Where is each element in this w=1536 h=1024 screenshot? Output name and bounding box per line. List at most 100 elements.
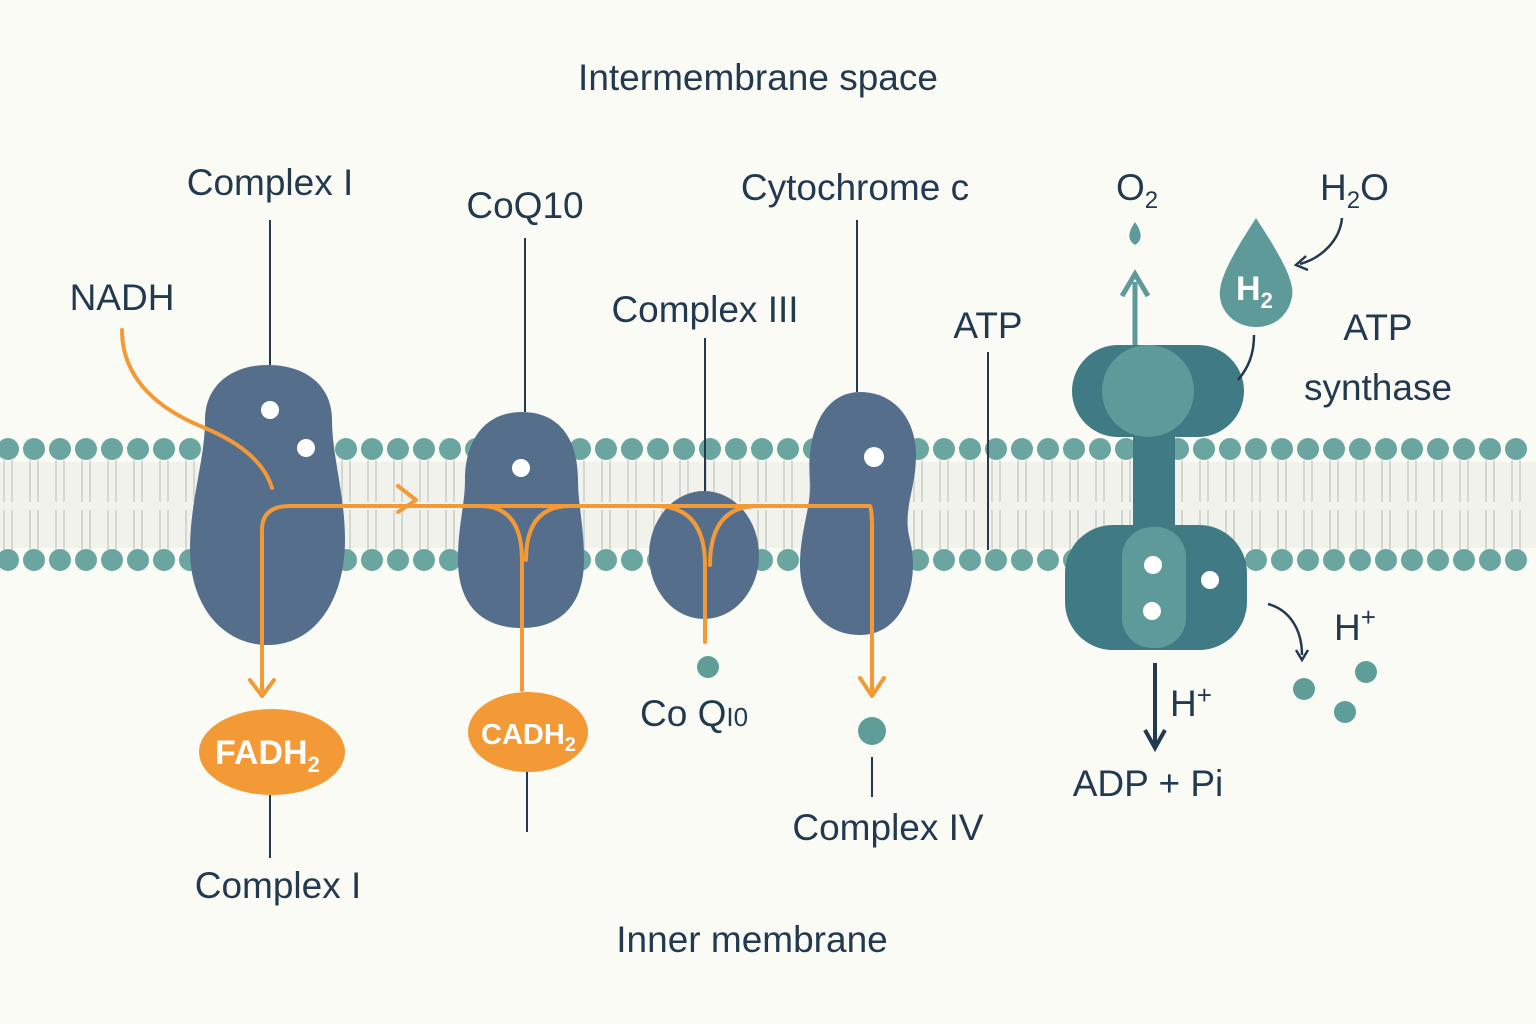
- lipid-head: [439, 438, 461, 460]
- lipid-head: [1063, 438, 1085, 460]
- lipid-head: [1427, 438, 1449, 460]
- lipid-head: [1245, 438, 1267, 460]
- lipid-head: [777, 549, 799, 571]
- leader-lines: [269, 220, 989, 858]
- lipid-head: [673, 438, 695, 460]
- synthase-site: [1143, 602, 1161, 620]
- hplus-center-label: H+: [1170, 680, 1212, 724]
- lipid-head: [959, 438, 981, 460]
- lipid-head: [1479, 438, 1501, 460]
- lipid-head: [1271, 549, 1293, 571]
- hplus-curve-arrow: [1267, 602, 1304, 656]
- h2-droplet-icon: [1219, 218, 1293, 327]
- lipid-head: [1349, 438, 1371, 460]
- hplus-curve-arrow-head: [1294, 649, 1310, 663]
- o2-droplet-icon: [1129, 222, 1141, 245]
- lipid-head: [101, 438, 123, 460]
- synthase-connector: [1237, 334, 1256, 381]
- lipid-head: [699, 438, 721, 460]
- fadh2-label: FADH2: [215, 734, 320, 777]
- proton-arrows: [1143, 217, 1344, 753]
- lipid-head: [1219, 438, 1241, 460]
- synthase-head-core: [1102, 345, 1194, 437]
- lipid-head: [1349, 549, 1371, 571]
- lipid-head: [621, 438, 643, 460]
- complex-i-bottom-label: Complex I: [195, 865, 362, 906]
- coq10-bottom-label: Co QI0: [640, 693, 748, 734]
- lipid-head: [413, 549, 435, 571]
- lipid-head: [153, 549, 175, 571]
- lipid-head: [1453, 549, 1475, 571]
- lipid-head: [361, 438, 383, 460]
- h2o-curve-arrow-head: [1293, 255, 1309, 272]
- o2-label: O2: [1116, 167, 1158, 214]
- complex-iv-label: Complex IV: [792, 807, 984, 848]
- coq10-branch-right: [524, 504, 572, 562]
- lipid-head: [933, 438, 955, 460]
- coq10-site: [512, 459, 530, 477]
- complex-i-site: [297, 439, 315, 457]
- cytochrome-c-site: [864, 447, 884, 467]
- lipid-head: [1401, 438, 1423, 460]
- complex-iii-branch-left: [653, 504, 707, 644]
- lipid-head: [595, 438, 617, 460]
- intermembrane-space-label: Intermembrane space: [578, 57, 938, 98]
- lipid-head: [985, 549, 1007, 571]
- cadh2-carrier: [468, 692, 588, 772]
- lipid-head: [621, 549, 643, 571]
- lipid-head: [0, 438, 19, 460]
- lipid-head: [1011, 549, 1033, 571]
- complex-iv-molecule: [858, 717, 886, 745]
- flow-arrow-head: [396, 484, 418, 514]
- molecule-dots: [697, 656, 1377, 745]
- lipid-head: [335, 438, 357, 460]
- lipid-head: [1401, 549, 1423, 571]
- cytochrome-c-label: Cytochrome c: [741, 167, 969, 208]
- lipid-head: [647, 438, 669, 460]
- lipid-head: [1297, 549, 1319, 571]
- lipid-head: [23, 549, 45, 571]
- lipid-head: [1193, 438, 1215, 460]
- coq10-protein: [458, 412, 584, 628]
- adp-arrow-head: [1143, 729, 1167, 753]
- synthase-site: [1144, 556, 1162, 574]
- atp-synthase-label-line2: synthase: [1304, 367, 1452, 408]
- lipid-head: [387, 438, 409, 460]
- lipid-head: [777, 438, 799, 460]
- lipid-head: [101, 549, 123, 571]
- synthase-base-core: [1122, 527, 1186, 648]
- lipid-head: [985, 438, 1007, 460]
- lipid-head: [49, 549, 71, 571]
- lipid-head: [1505, 549, 1527, 571]
- coq10-label: CoQ10: [466, 185, 583, 226]
- lipid-head: [1323, 438, 1345, 460]
- lipid-head: [1271, 438, 1293, 460]
- coq10-branch-left: [478, 504, 524, 692]
- lipid-head: [1245, 549, 1267, 571]
- lipid-head: [1375, 438, 1397, 460]
- lipid-head: [75, 438, 97, 460]
- h2o-curve-arrow: [1299, 217, 1344, 266]
- lipid-head: [1089, 438, 1111, 460]
- lipid-head: [153, 438, 175, 460]
- lipid-head: [0, 549, 19, 571]
- fadh2-arrow-head: [248, 678, 276, 698]
- complex-i-site: [261, 401, 279, 419]
- lipid-head: [439, 549, 461, 571]
- nadh-label: NADH: [70, 277, 175, 318]
- main-flow-right: [408, 504, 874, 694]
- lipid-head: [127, 438, 149, 460]
- cadh2-label: CADH2: [481, 719, 576, 756]
- complex-iii-branch-right: [708, 504, 760, 567]
- hplus-right-label: H+: [1334, 602, 1376, 648]
- lipid-head: [413, 438, 435, 460]
- nadh-flow-path: [120, 328, 274, 490]
- coq10-molecule: [697, 656, 719, 678]
- lipid-head: [1323, 549, 1345, 571]
- lipid-head: [23, 438, 45, 460]
- text-labels: Intermembrane space Complex I CoQ10 Cyto…: [70, 57, 1452, 960]
- carriers: [199, 692, 588, 795]
- lipid-head: [725, 438, 747, 460]
